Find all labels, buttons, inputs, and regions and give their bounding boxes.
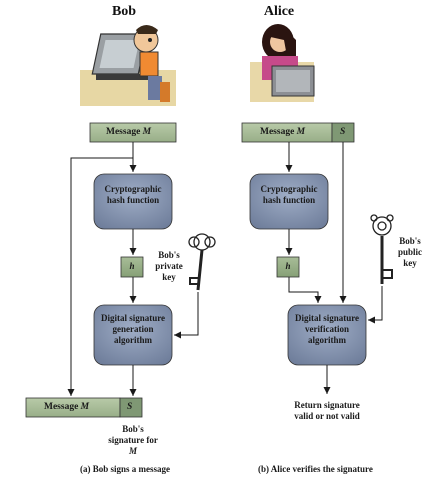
arrow-public-key-to-verification <box>368 286 383 324</box>
caption-a: (a) Bob signs a message <box>80 464 171 474</box>
alice-message-label: Message M <box>260 127 305 137</box>
output-message-prefix: Message <box>44 402 81 412</box>
alice-illustration <box>250 24 315 102</box>
alice-h-label: h <box>285 261 291 271</box>
private-key-label: Bob's private key <box>155 250 183 282</box>
public-key-label: Bob's public key <box>397 236 422 268</box>
output-message-var: M <box>80 402 90 412</box>
private-key-icon <box>188 233 216 291</box>
arrow-message-to-output <box>67 157 133 396</box>
bob-output-s-label: S <box>127 402 133 412</box>
bob-signature-note: Bob's signature for M <box>108 424 158 457</box>
alice-message-prefix: Message <box>260 127 297 137</box>
bob-output-message-label: Message M <box>44 402 89 412</box>
public-key-icon <box>370 214 394 284</box>
message-var: M <box>142 127 152 137</box>
bob-signature-generation-label: Digital signature generation algorithm <box>100 313 166 345</box>
bob-header: Bob <box>111 4 137 19</box>
alice-header: Alice <box>263 4 295 19</box>
arrow-alice-h-to-verification <box>288 277 322 303</box>
message-prefix: Message <box>106 127 143 137</box>
bob-message-label: Message M <box>106 127 151 137</box>
bob-hash-function-label: Cryptographic hash function <box>104 184 162 205</box>
bob-illustration <box>80 25 176 106</box>
caption-b: (b) Alice verifies the signature <box>258 464 373 474</box>
alice-hash-function-label: Cryptographic hash function <box>260 184 318 205</box>
arrow-key-to-generation <box>174 292 199 339</box>
bob-output-signature-box <box>119 397 143 418</box>
alice-s-label: S <box>340 127 346 137</box>
signature-note-var: M <box>128 446 137 456</box>
alice-message-var: M <box>296 127 306 137</box>
return-result-label: Return signature valid or not valid <box>294 400 360 421</box>
signature-note-prefix: Bob's signature for <box>108 424 158 445</box>
bob-h-label: h <box>129 261 135 271</box>
alice-signature-verification-label: Digital signature verification algorithm <box>294 313 360 345</box>
bob-h-box <box>120 256 144 278</box>
alice-h-box <box>276 256 300 278</box>
